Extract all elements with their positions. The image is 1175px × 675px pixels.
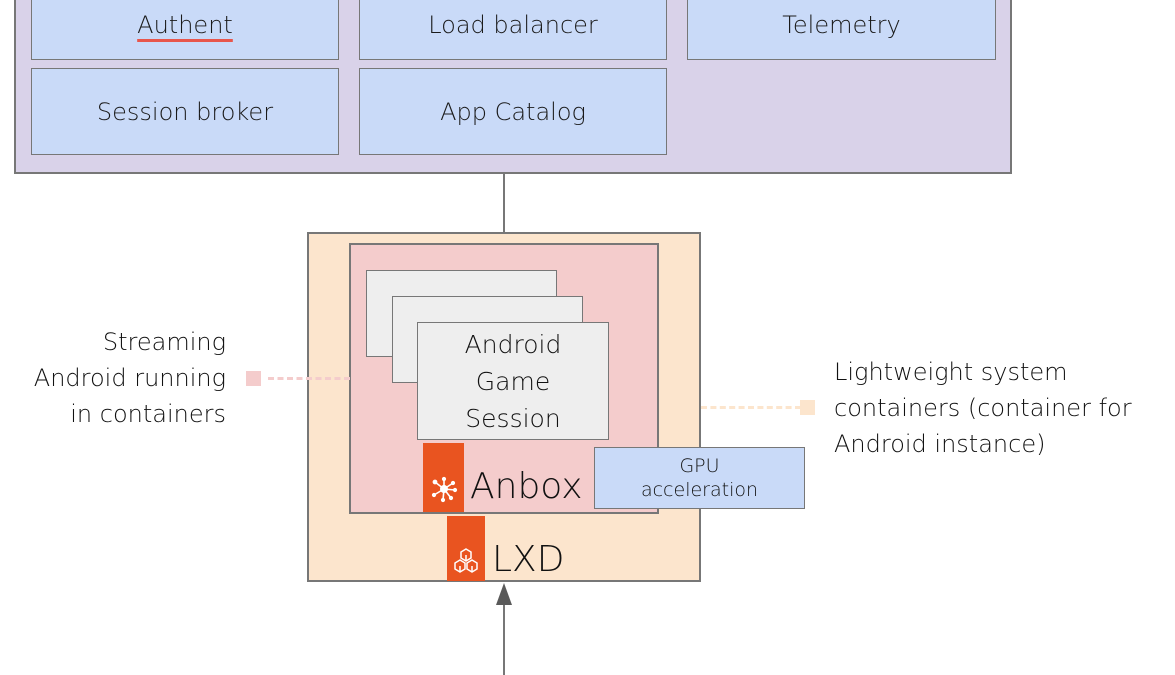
anbox-label: Anbox <box>470 466 583 507</box>
lxd-logo-tile <box>447 516 485 581</box>
lxd-cubes-icon <box>454 548 478 573</box>
annotation-line: containers (container for <box>834 394 1132 422</box>
session-line: Game <box>475 366 551 396</box>
annotation-streaming: Streaming Android running in containers <box>0 324 226 432</box>
incoming-arrow-shaft <box>503 600 505 675</box>
gpu-line: GPU <box>679 455 720 477</box>
annotation-leader-left <box>268 377 350 380</box>
anbox-logo-tile <box>423 443 464 512</box>
service-session-broker[interactable]: Session broker <box>31 68 339 155</box>
service-label: Telemetry <box>782 11 901 39</box>
annotation-line: in containers <box>70 400 226 428</box>
annotation-line: Android running <box>33 364 226 392</box>
annotation-lightweight-containers: Lightweight system containers (container… <box>834 354 1175 462</box>
connector-line <box>503 173 505 233</box>
annotation-line: Android instance) <box>834 430 1046 458</box>
annotation-leader-right <box>701 406 801 409</box>
arrow-up-icon <box>496 583 512 605</box>
annotation-marker-right <box>800 400 815 415</box>
service-label: Load balancer <box>428 11 598 39</box>
service-authentication[interactable]: Authent <box>31 0 339 60</box>
service-load-balancer[interactable]: Load balancer <box>359 0 667 60</box>
service-label: App Catalog <box>440 97 586 126</box>
service-app-catalog[interactable]: App Catalog <box>359 68 667 155</box>
gpu-acceleration-box[interactable]: GPU acceleration <box>594 447 805 509</box>
annotation-line: Streaming <box>102 328 226 356</box>
lxd-label: LXD <box>492 539 565 580</box>
service-label: Authent <box>137 11 233 39</box>
annotation-line: Lightweight system <box>834 358 1068 386</box>
anbox-star-icon <box>431 476 457 503</box>
gpu-line: acceleration <box>640 479 759 501</box>
session-line: Session <box>465 403 561 433</box>
service-telemetry[interactable]: Telemetry <box>687 0 996 60</box>
service-label: Session broker <box>96 97 274 126</box>
session-line: Android <box>464 329 562 359</box>
android-game-session[interactable]: Android Game Session <box>417 322 609 440</box>
annotation-marker-left <box>246 371 261 386</box>
